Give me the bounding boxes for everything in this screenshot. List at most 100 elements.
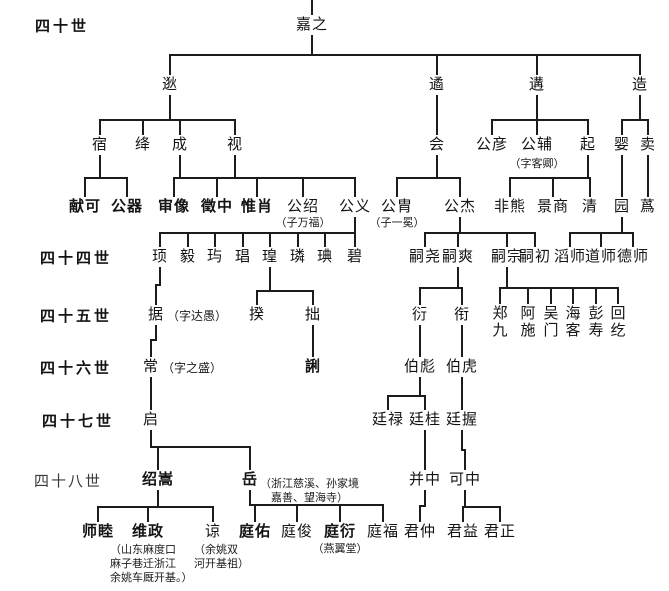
parent-drop-line [639,95,641,120]
person-node: 彭寿 [588,306,604,339]
sibling-bus-line [621,119,649,121]
child-drop-line [339,505,341,522]
child-drop-line [269,233,271,247]
person-node: 非熊 [493,198,527,215]
sibling-bus-line [509,177,591,179]
child-drop-line [424,233,426,247]
child-drop-line [589,178,591,197]
parent-drop-line [169,95,171,120]
child-drop-line [569,233,571,247]
sibling-bus-line [150,339,157,341]
person-node: 德师 [616,248,650,265]
child-drop-line [552,178,554,197]
parent-drop-line [419,377,421,396]
parent-drop-line [249,490,251,505]
child-drop-line [464,450,466,470]
child-drop-line [459,178,461,197]
child-drop-line [157,447,159,470]
generation-label: 四十八世 [34,474,103,490]
person-node: 启 [142,411,160,428]
child-drop-line [527,288,529,304]
chang-note: （字之盛） [162,361,223,375]
person-node: 君正 [483,523,517,540]
yue-note: （浙江慈溪、孙家境 嘉善、望海寺） [260,478,359,504]
child-drop-line [254,505,256,522]
sibling-bus-line [249,504,384,506]
person-node: 岳 [241,471,259,488]
sibling-bus-line [169,54,641,56]
child-drop-line [354,233,356,247]
sibling-bus-line [256,290,314,292]
child-drop-line [150,340,152,357]
child-drop-line [647,120,649,135]
person-node: 庭佑 [238,523,272,540]
parent-drop-line [436,95,438,115]
sibling-bus-line [419,287,463,289]
child-drop-line [462,507,464,522]
parent-drop-line [461,430,463,450]
person-node: 会 [428,136,446,153]
child-drop-line [169,55,171,75]
person-node: 逖 [161,76,179,93]
person-node: 廷禄 [371,411,405,428]
sibling-bus-line [97,506,214,508]
person-node: 公器 [110,198,144,215]
child-drop-line [587,120,589,135]
sibling-bus-line [499,287,619,289]
child-drop-line [436,55,438,75]
person-node: 惟肖 [240,198,274,215]
parent-drop-line [536,95,538,120]
person-node: 并中 [408,471,442,488]
child-drop-line [621,120,623,135]
person-node: 公绍 [286,198,320,215]
person-node: 嗣宗 [490,248,524,265]
person-node: 据 [147,306,165,323]
person-node: 师睦 [81,523,115,540]
weizheng-note: （山东麻度口 麻子巷迁浙江 余姚车厩开基。） [110,544,193,584]
child-drop-line [302,178,304,197]
generation-label: 四十四世 [40,251,113,267]
child-drop-line [142,120,144,135]
person-node: 可中 [448,471,482,488]
child-drop-line [150,393,152,410]
person-node: 伯彪 [403,358,437,375]
person-node: 琠 [316,248,334,265]
person-node: 蔿 [639,198,657,215]
person-node: 成 [171,136,189,153]
generation-label: 四十五世 [40,309,113,325]
parent-drop-line [621,155,623,176]
sibling-bus-line [424,232,536,234]
person-node: 绛 [134,136,152,153]
parent-drop-line [269,267,271,291]
person-node: 谅 [204,523,222,540]
person-node: 公辅 [520,136,554,153]
sibling-bus-line [462,506,501,508]
person-node: 庭福 [366,523,400,540]
person-node: 阿施 [520,306,536,339]
person-node: 璘 [289,248,307,265]
child-drop-line [550,288,552,304]
sibling-bus-line [461,449,466,451]
child-drop-line [297,233,299,247]
parent-drop-line [419,325,421,340]
child-drop-line [97,507,99,522]
generation-label: 四十六世 [40,361,113,377]
child-drop-line [312,291,314,305]
person-node: 君仲 [403,523,437,540]
parent-drop-line [424,490,426,506]
person-node: 宿 [91,136,109,153]
person-node: 衍 [411,306,429,323]
sibling-bus-line [419,505,426,507]
tingyan-note: （燕翼堂） [312,543,368,555]
person-node: 景商 [536,198,570,215]
person-node: 嗣尧 [408,248,442,265]
person-node: 君益 [446,523,480,540]
person-node: 徵中 [200,198,234,215]
person-node: 廷桂 [408,411,442,428]
child-drop-line [382,505,384,522]
child-drop-line [572,288,574,304]
parent-drop-line [461,325,463,340]
sibling-bus-line [84,177,128,179]
child-drop-line [424,396,426,410]
